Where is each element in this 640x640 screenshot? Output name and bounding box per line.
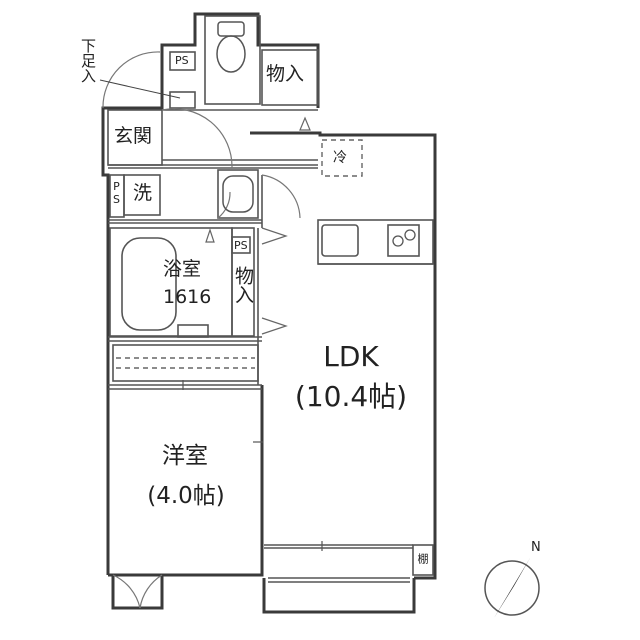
compass bbox=[484, 558, 540, 618]
shoe-box-label: 下足入 bbox=[79, 38, 97, 83]
ps-left-label: PS bbox=[110, 180, 123, 206]
toilet-icon bbox=[216, 21, 246, 73]
dashed-lines bbox=[116, 139, 363, 369]
exterior-walls bbox=[101, 12, 437, 614]
closet-top-label: 物入 bbox=[266, 63, 305, 85]
ps-bath-label: PS bbox=[234, 239, 248, 252]
bath-size: 1616 bbox=[163, 286, 212, 308]
entrance-label: 玄関 bbox=[114, 125, 153, 147]
ldk-size: (10.4帖) bbox=[294, 380, 408, 413]
washbasin-icon bbox=[222, 175, 254, 213]
compass-north-label: N bbox=[531, 540, 541, 555]
door-swings bbox=[102, 51, 301, 609]
sliding-door-markers bbox=[205, 116, 311, 335]
wash-label: 洗 bbox=[133, 182, 153, 204]
ps-top-label: PS bbox=[175, 54, 189, 67]
western-room-name: 洋室 bbox=[162, 443, 208, 469]
ldk-name: LDK bbox=[323, 340, 379, 373]
fridge-label: 冷 bbox=[333, 150, 347, 166]
closet-bath-label: 物入 bbox=[232, 266, 254, 304]
western-room-size: (4.0帖) bbox=[147, 483, 225, 509]
compass-circle bbox=[484, 560, 540, 616]
stove-burner-icon bbox=[392, 229, 416, 247]
compass-needle-icon bbox=[494, 558, 530, 618]
interior-walls bbox=[107, 15, 434, 583]
shoe-box-leader bbox=[99, 79, 181, 99]
cross-markers bbox=[182, 380, 323, 551]
shelf-label: 棚 bbox=[416, 553, 429, 564]
bath-name: 浴室 bbox=[163, 258, 202, 280]
